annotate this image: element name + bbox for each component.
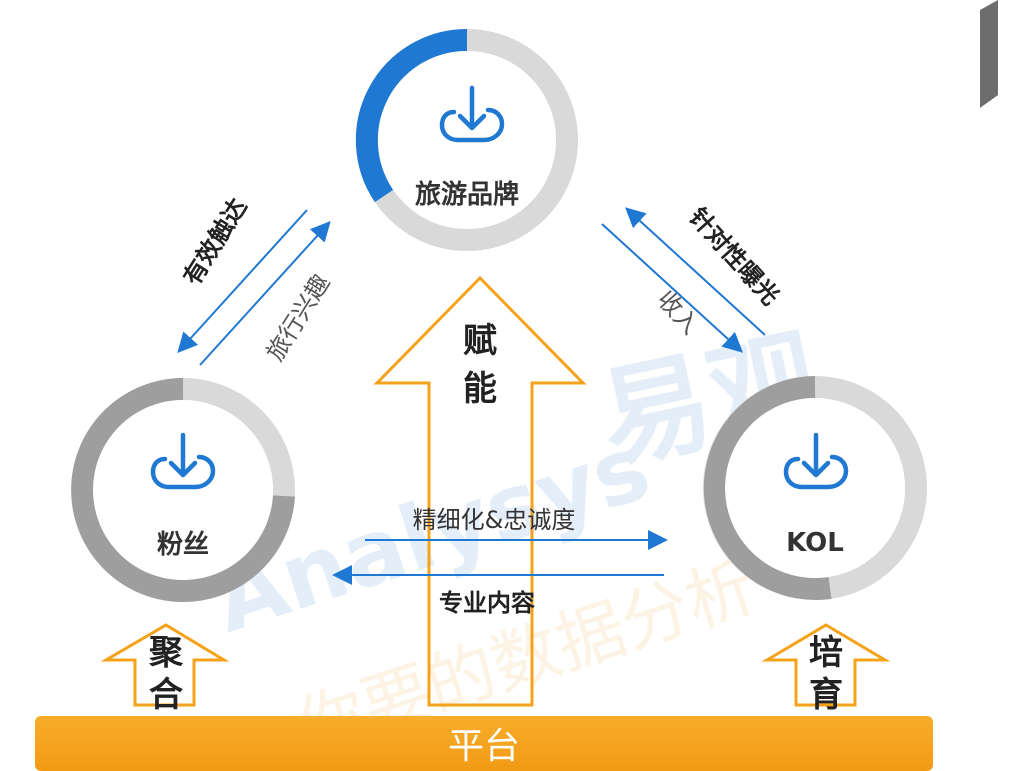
enable-arrow-char-2: 能 (463, 369, 497, 409)
aggregate-arrow-char-1: 聚 (148, 633, 184, 673)
cloud-download-icon (439, 85, 505, 143)
node-fans: 粉丝 (71, 378, 295, 602)
edge-brand-to-fans (177, 209, 308, 353)
nurture-arrow (761, 623, 891, 707)
nurture-arrow-char-2: 育 (809, 675, 843, 715)
cloud-download-icon (783, 432, 849, 490)
aggregate-arrow-char-2: 合 (149, 675, 183, 715)
enable-arrow-char-1: 赋 (463, 321, 497, 361)
enable-arrow (373, 275, 587, 707)
node-fans-label: 粉丝 (157, 530, 209, 560)
nurture-arrow-char-1: 培 (809, 633, 843, 673)
edge-income: 收入 (651, 285, 704, 339)
edge-fans-to-brand (199, 221, 331, 366)
edge-targeted-exposure: 针对性曝光 (683, 203, 784, 311)
node-brand-label: 旅游品牌 (415, 179, 519, 210)
node-kol-label: KOL (786, 528, 844, 558)
edge-refinement-loyalty: 精细化&忠诚度 (413, 506, 576, 534)
side-bar-decoration (980, 0, 998, 108)
node-brand: 旅游品牌 (355, 28, 578, 251)
edge-travel-interest: 旅行兴趣 (261, 270, 336, 366)
aggregate-arrow (100, 623, 230, 707)
cloud-download-icon (150, 432, 216, 490)
edge-effective-reach: 有效触达 (178, 194, 253, 290)
platform-label: 平台 (448, 726, 520, 767)
edge-kol-to-brand (625, 207, 766, 336)
node-kol: KOL (703, 376, 927, 600)
platform-bar (35, 716, 933, 771)
edge-professional-content: 专业内容 (439, 589, 535, 617)
edge-brand-to-kol (601, 223, 743, 353)
